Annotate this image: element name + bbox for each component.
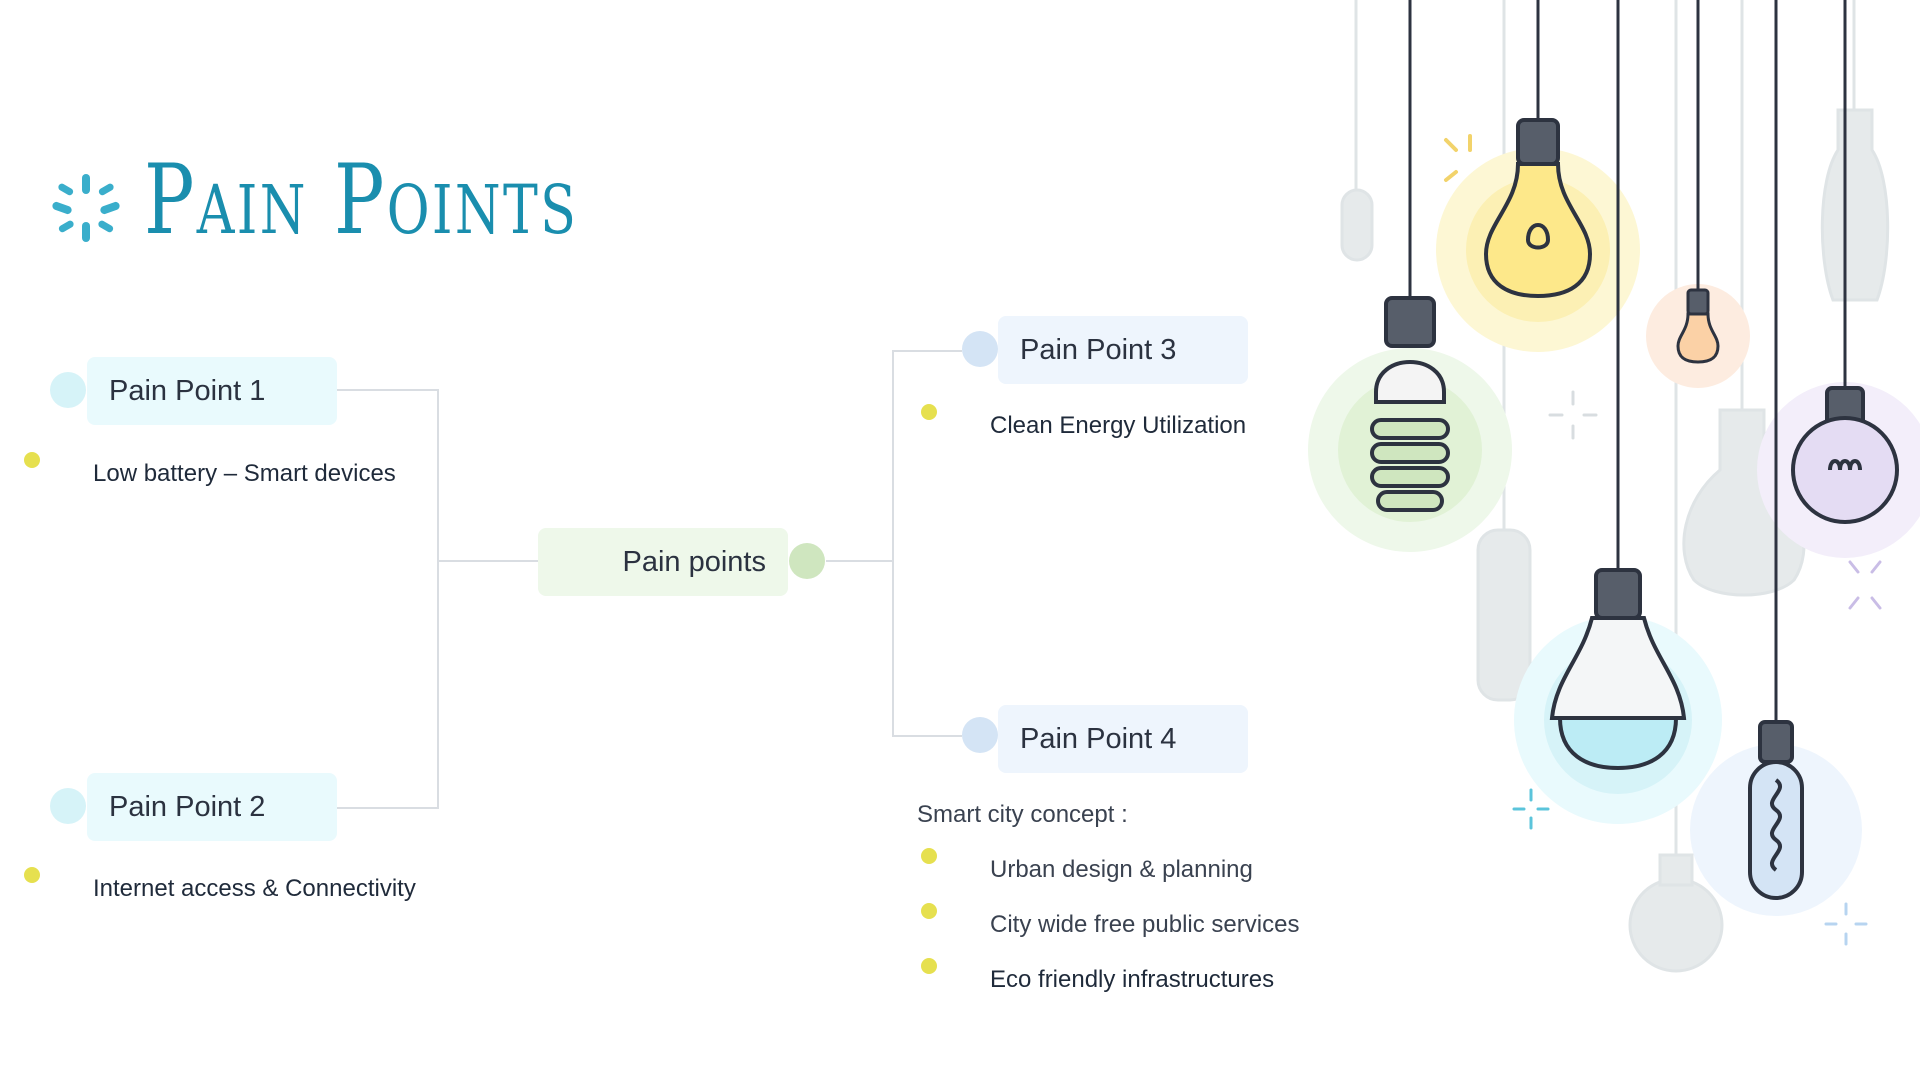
node-dot-p3 [962,331,998,367]
node-p1-item: Low battery – Smart devices [93,460,396,487]
node-p4-item: City wide free public services [990,911,1300,938]
sparkle-icon [52,174,120,242]
node-p4-item: Urban design & planning [990,856,1253,883]
light-bulb-illustration [1308,0,1920,973]
node-dot-p2 [50,788,86,824]
node-p3-label: Pain Point 3 [1020,333,1177,366]
node-p4[interactable]: Pain Point 4 [998,705,1248,773]
center-node-label: Pain points [622,545,767,578]
node-p2-item: Internet access & Connectivity [93,875,416,902]
bullet [921,848,937,864]
node-p4-label: Pain Point 4 [1020,722,1177,755]
node-p4-intro: Smart city concept : [917,801,1128,828]
node-p1-label: Pain Point 1 [109,374,266,407]
bullet [24,452,40,468]
node-p4-item: Eco friendly infrastructures [990,966,1275,993]
node-p2[interactable]: Pain Point 2 [87,773,337,841]
bullet [921,958,937,974]
bullet [24,867,40,883]
node-p3-item: Clean Energy Utilization [990,412,1247,439]
bullet [921,404,937,420]
bullet [921,903,937,919]
node-p3[interactable]: Pain Point 3 [998,316,1248,384]
center-node-dot [789,543,825,579]
center-node[interactable]: Pain points [538,528,788,596]
node-dot-p1 [50,372,86,408]
page-title: Pain Points [144,144,579,256]
node-p1[interactable]: Pain Point 1 [87,357,337,425]
node-p2-label: Pain Point 2 [109,790,266,823]
node-dot-p4 [962,717,998,753]
